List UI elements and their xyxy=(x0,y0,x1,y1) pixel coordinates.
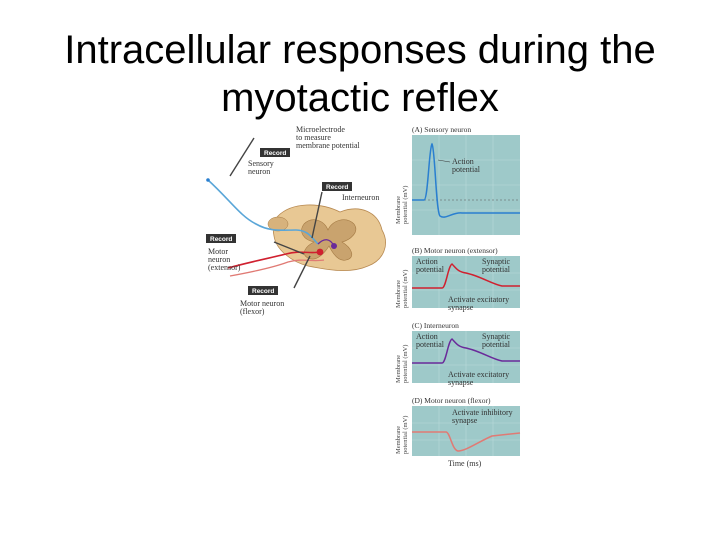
record-label: Record xyxy=(210,236,232,243)
panel-c-interneuron: (C) Interneuron Membrane potential (mV) … xyxy=(395,321,520,387)
spinal-cord-anatomy: Record Record Record Record Microelectro… xyxy=(206,125,386,316)
panel-b-annotation-bottom: Activate excitatory synapse xyxy=(448,295,511,312)
panel-d-annotation-top: Activate inhibitory synapse xyxy=(452,408,515,425)
motor-neuron-cell xyxy=(316,248,324,256)
electrode-extensor xyxy=(273,241,305,255)
motor-flexor-fiber xyxy=(229,259,325,277)
panel-a-trace xyxy=(412,142,520,218)
interneuron-cell xyxy=(331,243,337,249)
record-label: Record xyxy=(252,288,274,295)
panel-a-annotation: Action potential xyxy=(452,157,481,174)
electrode-sensory xyxy=(229,137,255,177)
interneuron-label: Interneuron xyxy=(342,193,379,202)
panel-c-annotation-left: Action potential xyxy=(416,332,445,349)
panel-c-trace xyxy=(412,338,520,364)
panel-b-ylabel: Membrane potential (mV) xyxy=(395,270,409,308)
myotactic-reflex-figure: Record Record Record Record Microelectro… xyxy=(206,125,521,468)
panel-b-title: (B) Motor neuron (extensor) xyxy=(412,246,498,255)
record-box-4: Record xyxy=(248,286,278,295)
record-box-1: Record xyxy=(260,148,290,157)
record-label: Record xyxy=(326,184,348,191)
panel-d-trace xyxy=(412,431,521,452)
panel-d-title: (D) Motor neuron (flexor) xyxy=(412,396,491,405)
sensory-dot xyxy=(206,178,210,182)
electrode-flexor xyxy=(293,255,311,289)
panel-b-annotation-left: Action potential xyxy=(416,257,445,274)
panel-c-annotation-right: Synaptic potential xyxy=(482,332,512,349)
motor-flexor-label: Motor neuron (flexor) xyxy=(240,299,286,316)
electrodes xyxy=(229,137,323,289)
panel-d-motor-flexor: (D) Motor neuron (flexor) Membrane poten… xyxy=(395,396,521,468)
panel-c-ylabel: Membrane potential (mV) xyxy=(395,345,409,383)
panel-b-annotation-right: Synaptic potential xyxy=(482,257,512,274)
slide-title-line-2: myotactic reflex xyxy=(221,76,499,120)
slide-title: Intracellular responses during the myota… xyxy=(40,26,680,122)
record-label: Record xyxy=(264,150,286,157)
motor-extensor-label: Motor neuron (extensor) xyxy=(208,247,241,272)
panel-c-annotation-bottom: Activate excitatory synapse xyxy=(448,370,511,387)
panel-b-motor-extensor: (B) Motor neuron (extensor) Membrane pot… xyxy=(395,246,520,312)
record-box-2: Record xyxy=(322,182,352,191)
panel-c-title: (C) Interneuron xyxy=(412,321,459,330)
panel-b-trace xyxy=(412,263,520,289)
electrode-interneuron xyxy=(311,191,323,239)
record-box-3: Record xyxy=(206,234,236,243)
panel-a-title: (A) Sensory neuron xyxy=(412,125,471,134)
microelectrode-label: Microelectrode to measure membrane poten… xyxy=(296,125,361,150)
dorsal-root-ganglion xyxy=(267,216,289,232)
panel-a-sensory: (A) Sensory neuron Membrane potential (m… xyxy=(395,125,520,235)
slide-title-line-1: Intracellular responses during the xyxy=(64,28,656,72)
motor-extensor-fiber xyxy=(227,251,321,269)
panel-a-ylabel: Membrane potential (mV) xyxy=(395,186,409,224)
panel-d-ylabel: Membrane potential (mV) xyxy=(395,416,409,454)
sensory-neuron-fiber xyxy=(207,179,319,245)
sensory-neuron-label: Sensory neuron xyxy=(248,159,276,176)
time-axis-label: Time (ms) xyxy=(448,459,482,468)
